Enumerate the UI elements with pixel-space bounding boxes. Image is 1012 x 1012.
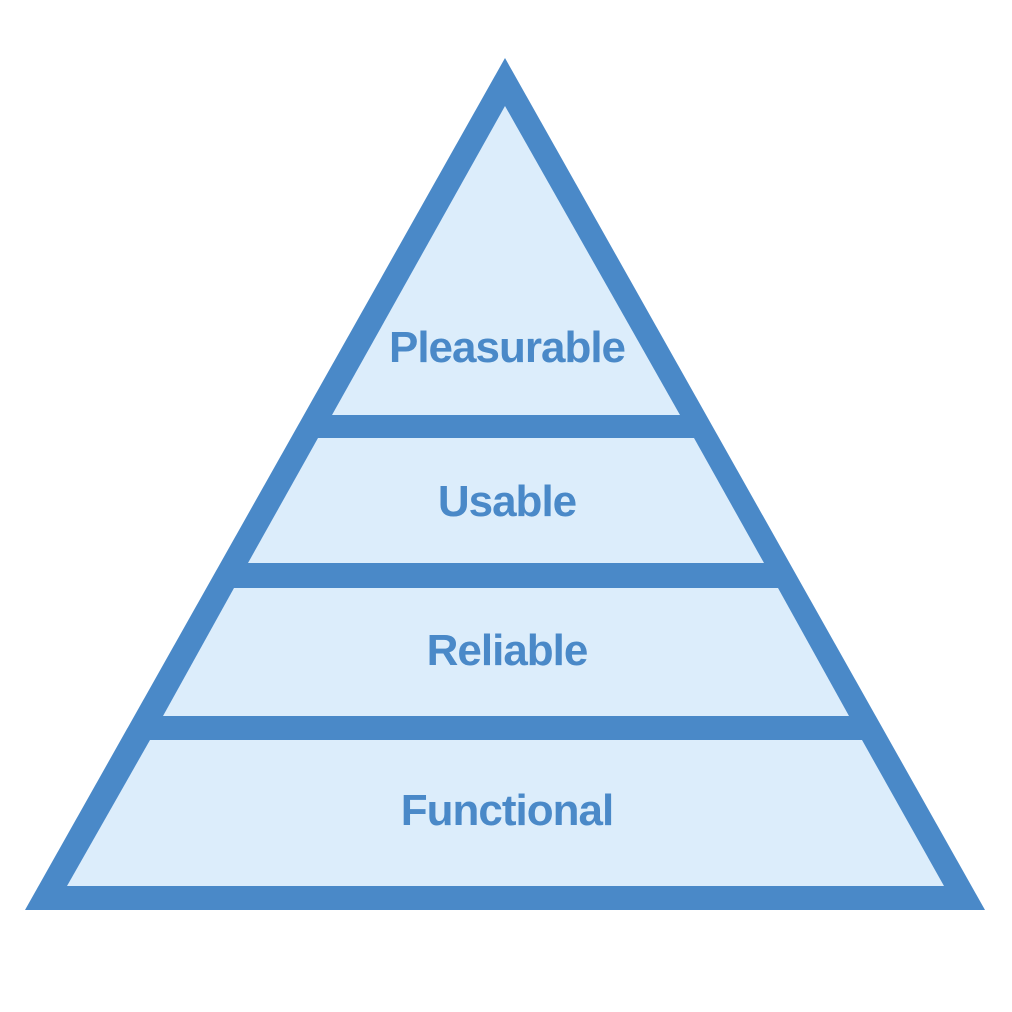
pyramid-level-pleasurable-band <box>332 106 680 415</box>
pyramid-level-label-functional: Functional <box>401 786 613 835</box>
pyramid-level-label-usable: Usable <box>438 477 576 526</box>
pyramid-level-usable-band <box>248 438 764 563</box>
pyramid-level-label-pleasurable: Pleasurable <box>389 323 625 372</box>
pyramid-level-reliable-band <box>163 588 849 716</box>
pyramid-level-label-reliable: Reliable <box>427 626 588 675</box>
pyramid-level-functional-band <box>67 740 944 886</box>
